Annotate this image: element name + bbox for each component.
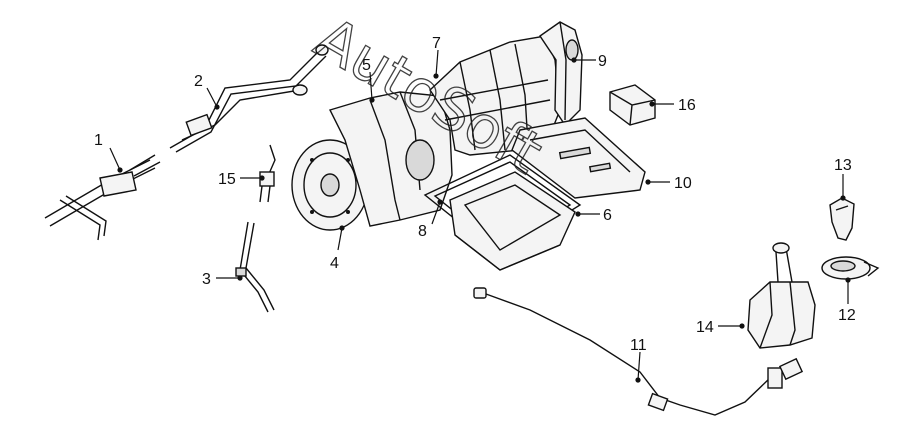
callout-2: 2 (194, 73, 203, 90)
callout-12: 12 (838, 307, 856, 324)
part-2-pipe-bracket (169, 44, 329, 153)
callout-6: 6 (603, 207, 612, 224)
callout-13: 13 (834, 157, 852, 174)
part-12-shift-gate (821, 256, 880, 280)
callout-14: 14 (696, 319, 714, 336)
part-11-selector-cable (473, 287, 804, 416)
callout-16: 16 (678, 97, 696, 114)
callout-9: 9 (598, 53, 607, 70)
leader-lines (109, 49, 851, 383)
part-13-shift-knob (829, 197, 855, 241)
part-9-rear-extension (539, 21, 583, 127)
part-7-transmission-case (429, 35, 561, 156)
callout-1: 1 (94, 132, 103, 149)
callout-3: 3 (202, 271, 211, 288)
part-4-torque-converter (291, 139, 369, 231)
part-3-dipstick-tube (235, 221, 275, 313)
callout-5: 5 (362, 57, 371, 74)
callout-7: 7 (432, 35, 441, 52)
part-5-bell-housing (329, 91, 453, 227)
callout-10: 10 (674, 175, 692, 192)
callout-labels: 1 2 3 4 5 6 7 8 9 10 11 12 13 14 15 16 (94, 35, 856, 354)
part-6-oil-pan (449, 171, 576, 271)
part-15-sensor (259, 144, 276, 203)
part-14-shifter-assembly (747, 242, 816, 349)
part-16-mount (609, 84, 656, 126)
part-10-cover-plate (511, 117, 646, 199)
callout-4: 4 (330, 255, 339, 272)
part-1-cooler-pipes (44, 154, 161, 241)
callout-11: 11 (630, 337, 647, 354)
callout-8: 8 (418, 223, 427, 240)
callout-15: 15 (218, 171, 236, 188)
